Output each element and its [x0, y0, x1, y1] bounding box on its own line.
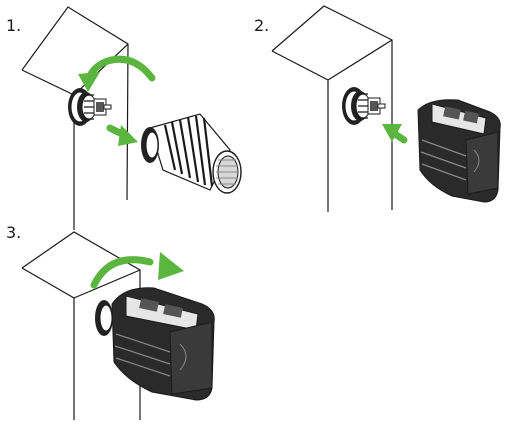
rotate-arrow-icon — [78, 55, 156, 92]
step-3-panel — [21, 231, 215, 420]
step-3-label: 3. — [6, 223, 22, 242]
step-2-label: 2. — [254, 16, 270, 35]
radiator-valve-icon — [341, 86, 386, 126]
smart-thermostat-icon — [417, 99, 501, 203]
smart-thermostat-icon — [111, 287, 215, 401]
step-1-label: 1. — [6, 16, 22, 35]
radiator-valve-icon — [67, 87, 112, 127]
old-thermostat-head-icon — [141, 113, 242, 194]
pull-arrow-icon — [106, 124, 138, 146]
rotate-arrow-icon — [90, 252, 184, 289]
push-arrow-icon — [382, 124, 408, 144]
step-1-panel — [21, 6, 242, 230]
step-2-panel — [271, 5, 501, 212]
